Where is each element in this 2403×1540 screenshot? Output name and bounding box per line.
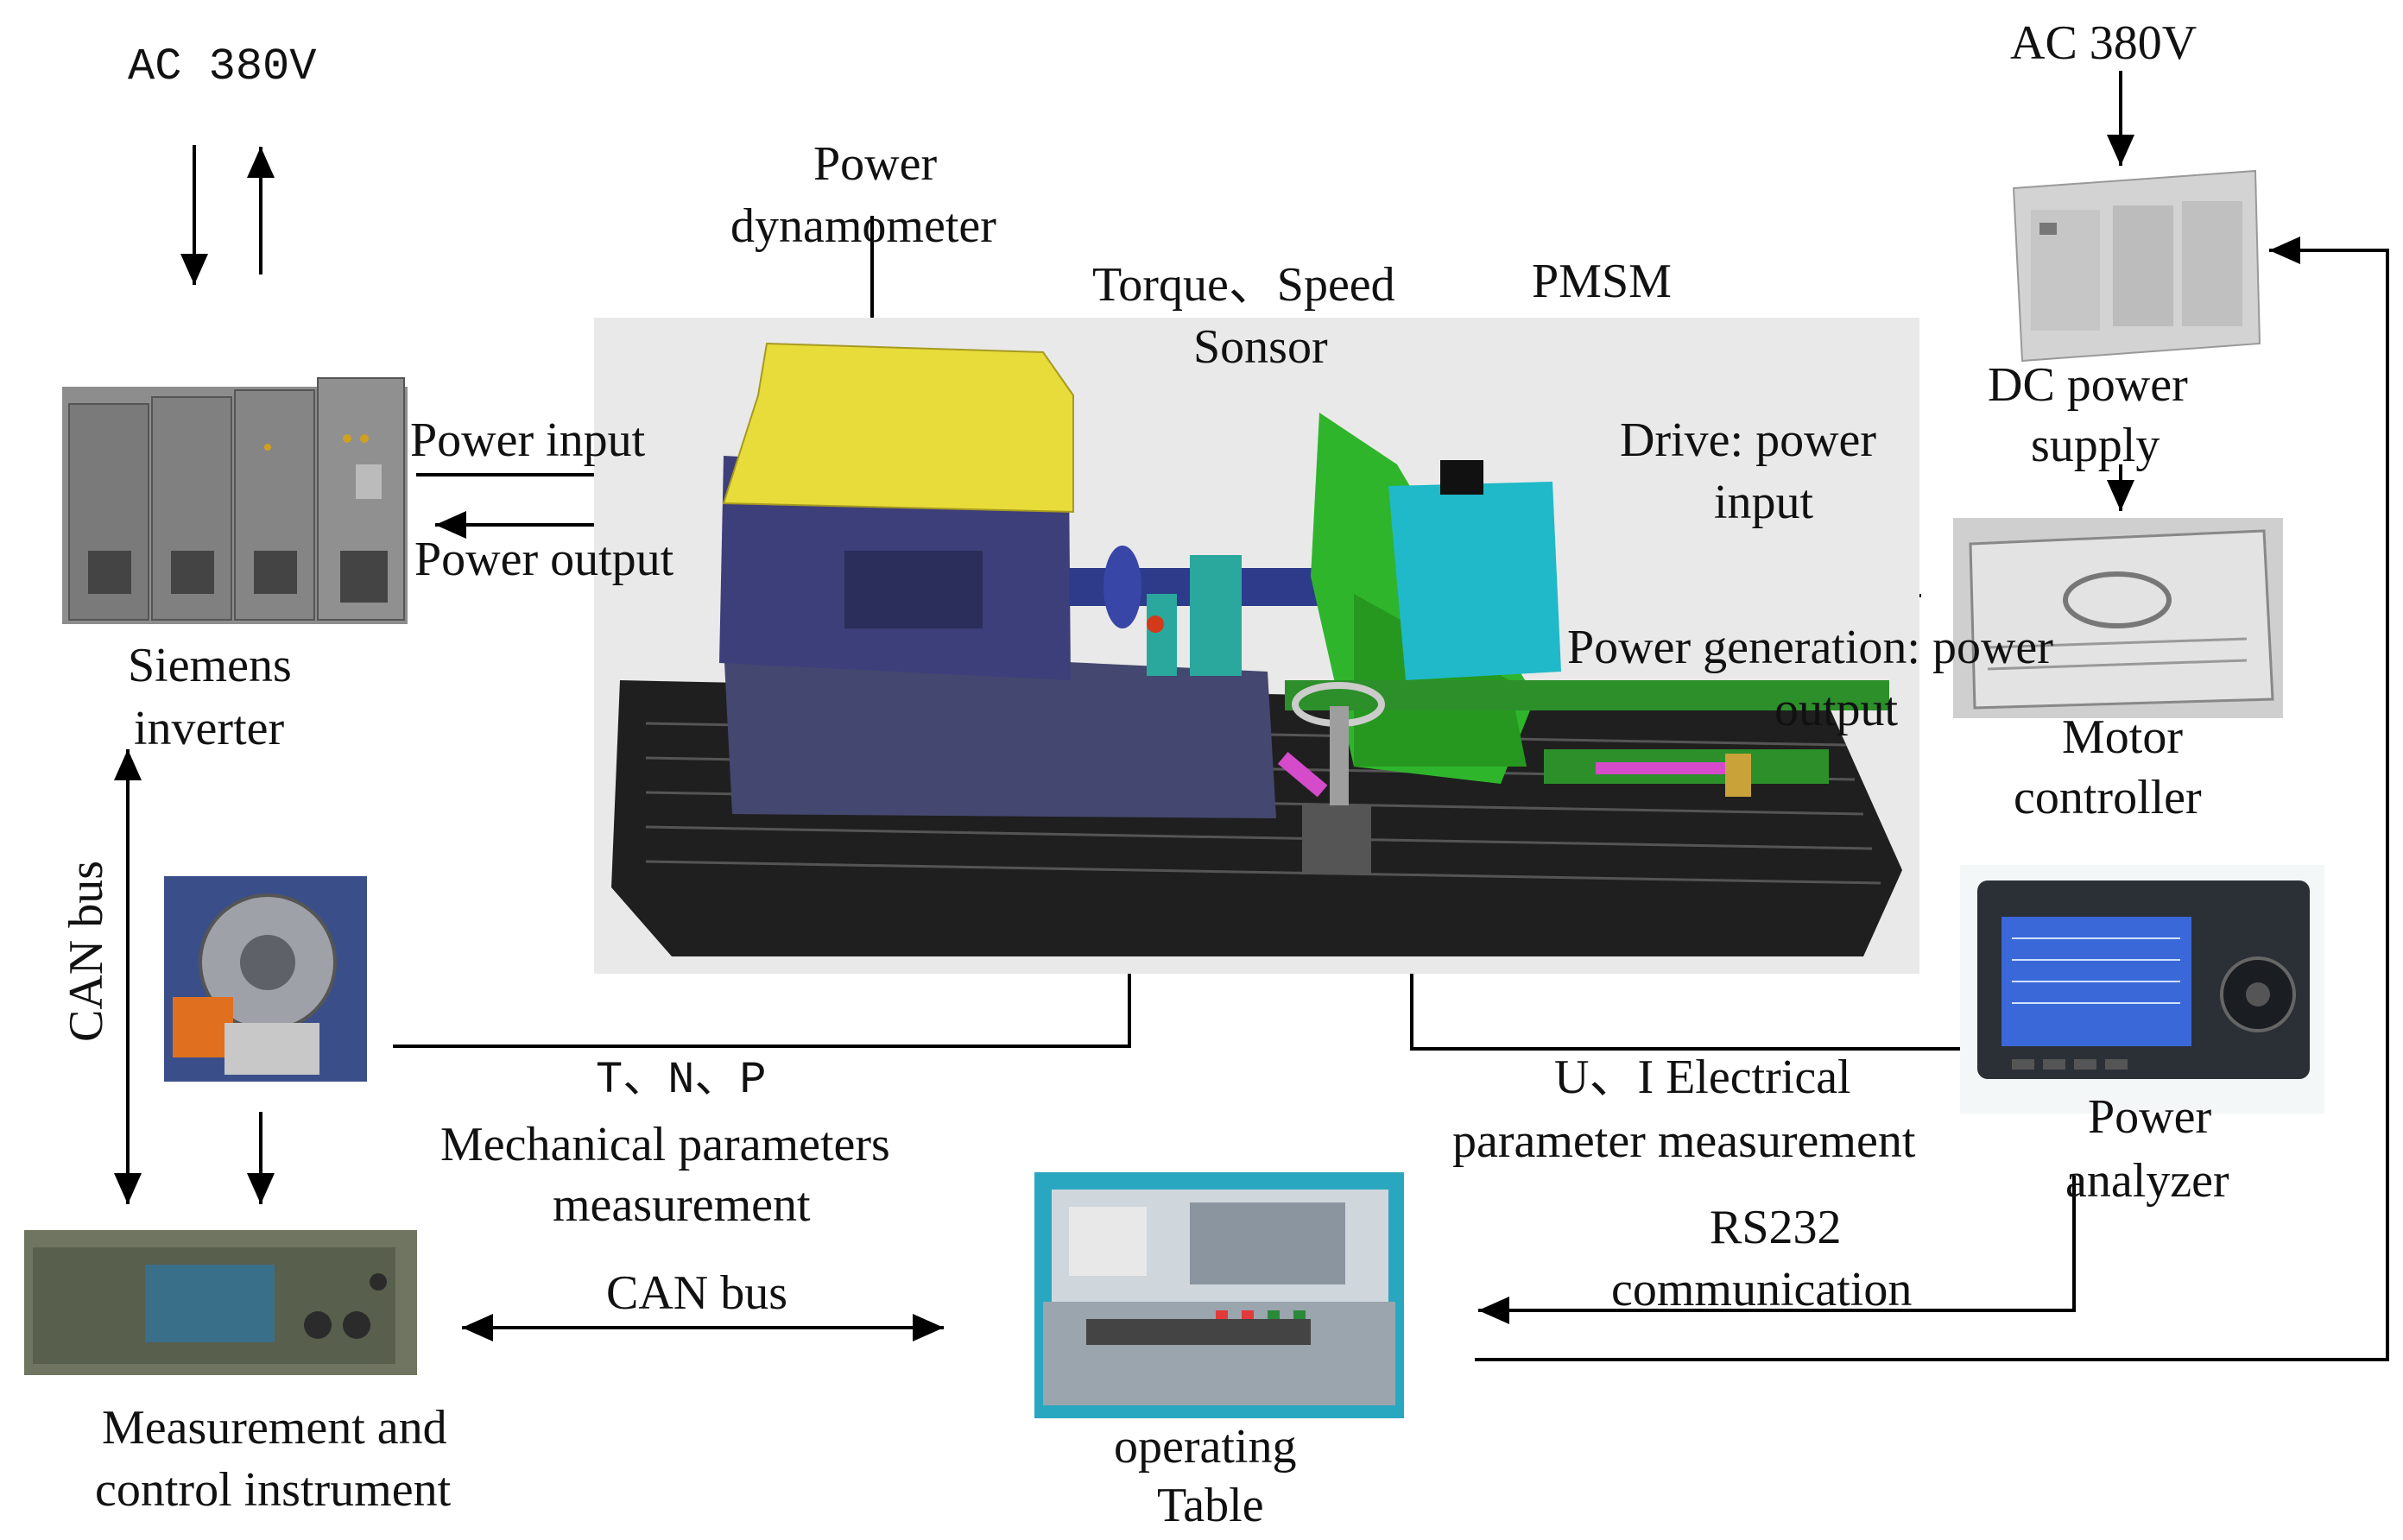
motor-controller-label-line2: controller	[2014, 771, 2202, 824]
dyno-label-line2: dynamometer	[730, 199, 996, 253]
measurement-label-line1: Measurement and	[102, 1401, 447, 1455]
operating-label-line1: operating	[1114, 1420, 1297, 1474]
motor-controller-label-line1: Motor	[2062, 710, 2183, 764]
torque-sensor	[1147, 594, 1177, 676]
drive-label-line1: Drive: power	[1620, 413, 1877, 467]
electrical-label-line1: U、I Electrical	[1554, 1051, 1851, 1104]
measurement-label-line2: control instrument	[95, 1463, 452, 1517]
ac-380v-right-label: AC 380V	[2010, 16, 2197, 70]
rs232-label-line2: communication	[1611, 1263, 1913, 1316]
dyno-label-line1: Power	[813, 137, 938, 191]
operating-table-image	[1034, 1172, 1404, 1418]
dc-supply-label-line1: DC power	[1988, 358, 2188, 412]
analyzer-label-line1: Power	[2088, 1090, 2212, 1144]
mechanical-label-line2: measurement	[553, 1178, 811, 1232]
rs232-label-line1: RS232	[1710, 1201, 1842, 1254]
torque-label-line2: Sonsor	[1193, 320, 1328, 374]
canbus-vertical-label: CAN bus	[60, 860, 113, 1043]
siemens-label-line2: inverter	[134, 702, 285, 755]
siemens-inverter-image	[62, 377, 408, 624]
tnp-label: T、N、P	[596, 1055, 767, 1106]
power-output-label: Power output	[414, 533, 674, 586]
power-input-label: Power input	[410, 413, 646, 467]
siemens-label-line1: Siemens	[128, 639, 292, 692]
test-bench-image	[594, 318, 1919, 974]
dynamometer-top	[722, 342, 1074, 514]
motor-controller-image	[1953, 518, 2283, 718]
drive-label-line2: input	[1714, 476, 1814, 529]
power-analyzer-image	[1960, 865, 2324, 1114]
pmsm-label: PMSM	[1532, 255, 1672, 308]
electrical-label-line2: parameter measurement	[1452, 1114, 1916, 1168]
measurement-control-instrument-image	[24, 1230, 417, 1375]
operating-label-line2: Table	[1157, 1479, 1264, 1532]
feedback-line	[1475, 237, 2389, 1361]
mechanical-label-line1: Mechanical parameters	[440, 1118, 890, 1171]
pmsm-body	[1388, 482, 1561, 680]
generation-label-line1: Power generation: power	[1567, 621, 2053, 674]
torque-measurement-image	[164, 876, 367, 1082]
dc-supply-label-line2: supply	[2031, 419, 2160, 472]
dc-power-supply-image	[2012, 169, 2261, 363]
rs232-line	[1478, 1176, 2076, 1324]
ac-380v-left-label: AC 380V	[128, 41, 317, 92]
generation-label-line2: output	[1774, 683, 1899, 736]
torque-label-line1: Torque、Speed	[1092, 258, 1395, 312]
analyzer-label-line2: analyzer	[2065, 1154, 2229, 1208]
canbus-horizontal-label: CAN bus	[606, 1266, 788, 1320]
